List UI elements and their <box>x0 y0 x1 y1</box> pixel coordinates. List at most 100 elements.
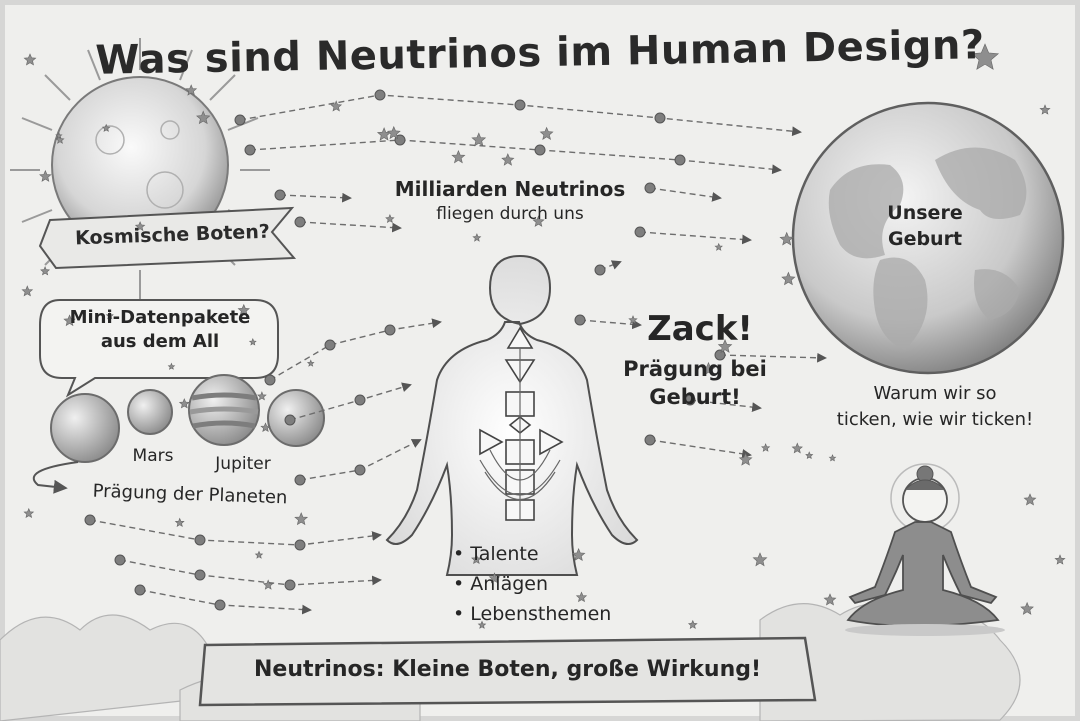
label-geburt: Geburt <box>887 228 963 250</box>
label-unsere: Unsere <box>887 202 963 224</box>
star-icon <box>385 214 395 224</box>
star-icon <box>738 452 753 466</box>
label-praegung-bei: Prägung bei <box>623 357 767 381</box>
star-icon <box>752 552 768 567</box>
neutrino-particle <box>234 114 246 126</box>
star-icon <box>248 338 257 346</box>
star-icon <box>39 169 52 182</box>
star-icon <box>451 150 466 164</box>
star-icon <box>779 231 794 246</box>
star-icon <box>254 550 264 559</box>
speech-bubble-mini-datenpakete <box>39 299 279 398</box>
neutrino-arrow-icon <box>649 187 722 202</box>
star-icon <box>262 579 274 590</box>
neutrino-arrow-icon <box>649 439 752 459</box>
mars-planet-icon <box>127 389 173 435</box>
star-icon <box>761 443 771 452</box>
star-icon <box>257 391 267 401</box>
neutrino-particle <box>354 464 366 476</box>
star-icon <box>55 135 65 144</box>
neutrino-arrow-icon <box>719 352 827 363</box>
neutrino-particle <box>684 394 696 406</box>
neutrino-particle <box>634 226 646 238</box>
neutrino-particle <box>244 144 256 156</box>
neutrino-particle <box>214 599 226 611</box>
bullet-item: Talente <box>453 539 611 569</box>
neutrino-arrow-icon <box>299 221 402 233</box>
star-icon <box>178 398 190 409</box>
label-jupiter: Jupiter <box>215 454 271 474</box>
neutrino-particle <box>194 534 206 546</box>
planet-icon <box>267 389 325 447</box>
neutrino-arrow-icon <box>269 318 442 381</box>
neutrino-particle <box>714 349 726 361</box>
neutrino-particle <box>594 264 606 276</box>
star-icon <box>55 131 63 139</box>
label-mini-datenpakete-2: aus dem All <box>100 331 220 352</box>
neutrino-particle <box>384 324 396 336</box>
label-fliegen-durch-uns: fliegen durch uns <box>436 204 584 224</box>
star-icon <box>1039 104 1051 115</box>
neutrino-particle <box>654 112 666 124</box>
neutrino-particle <box>644 182 656 194</box>
neutrino-particle <box>264 374 276 386</box>
bullet-list: Talente Anlägen Lebensthemen <box>453 539 611 629</box>
neutrino-arrows <box>84 89 827 615</box>
star-icon <box>687 619 698 630</box>
star-icon <box>167 362 176 370</box>
earth-icon <box>791 101 1065 375</box>
neutrino-arrow-icon <box>639 231 752 245</box>
star-icon <box>791 442 803 454</box>
star-icon <box>196 110 211 125</box>
neutrino-particle <box>114 554 126 566</box>
planet-icon <box>50 393 120 463</box>
label-warum-1: Warum wir so <box>873 383 997 404</box>
star-icon <box>472 233 482 242</box>
star-icon <box>237 303 250 316</box>
star-icon <box>101 123 111 132</box>
neutrino-particle <box>294 216 306 228</box>
star-icon <box>105 311 114 320</box>
star-icon <box>330 100 343 112</box>
star-icon <box>260 422 271 433</box>
neutrino-particle <box>514 99 526 111</box>
star-icon <box>386 125 401 140</box>
neutrino-arrow-icon <box>89 519 382 546</box>
neutrino-particle <box>534 144 546 156</box>
star-icon <box>306 359 315 367</box>
neutrino-particle <box>324 339 336 351</box>
neutrino-particle <box>644 434 656 446</box>
star-icon <box>532 215 545 227</box>
jupiter-planet-icon <box>188 374 260 446</box>
banner-text: Neutrinos: Kleine Boten, große Wirkung! <box>253 657 762 682</box>
star-icon <box>501 153 515 166</box>
neutrino-arrow-icon <box>579 319 642 330</box>
star-icon <box>1054 554 1066 565</box>
bullet-item: Lebensthemen <box>453 599 611 629</box>
star-icon <box>717 339 733 353</box>
star-icon <box>539 126 554 140</box>
star-icon <box>1020 601 1034 615</box>
neutrino-particle <box>294 539 306 551</box>
star-icon <box>471 132 487 147</box>
bullet-item: Anlägen <box>453 569 611 599</box>
star-icon <box>294 512 309 526</box>
label-warum-2: ticken, wie wir ticken! <box>836 409 1034 430</box>
star-icon <box>701 361 716 376</box>
star-icon <box>823 593 837 606</box>
star-icon <box>174 517 185 528</box>
neutrino-particle <box>134 584 146 596</box>
label-zack: Zack! <box>647 309 753 349</box>
meditating-woman-icon <box>845 463 1005 636</box>
neutrino-arrow-icon <box>689 399 762 412</box>
neutrino-arrow-icon <box>279 192 352 203</box>
neutrino-particle <box>674 154 686 166</box>
star-icon <box>40 266 51 276</box>
star-icon <box>970 43 1000 70</box>
sun-icon <box>10 38 270 300</box>
neutrino-particle <box>194 569 206 581</box>
neutrino-particle <box>284 579 296 591</box>
neutrino-particle <box>354 394 366 406</box>
star-icon <box>781 271 796 286</box>
neutrino-arrow-icon <box>119 559 382 586</box>
